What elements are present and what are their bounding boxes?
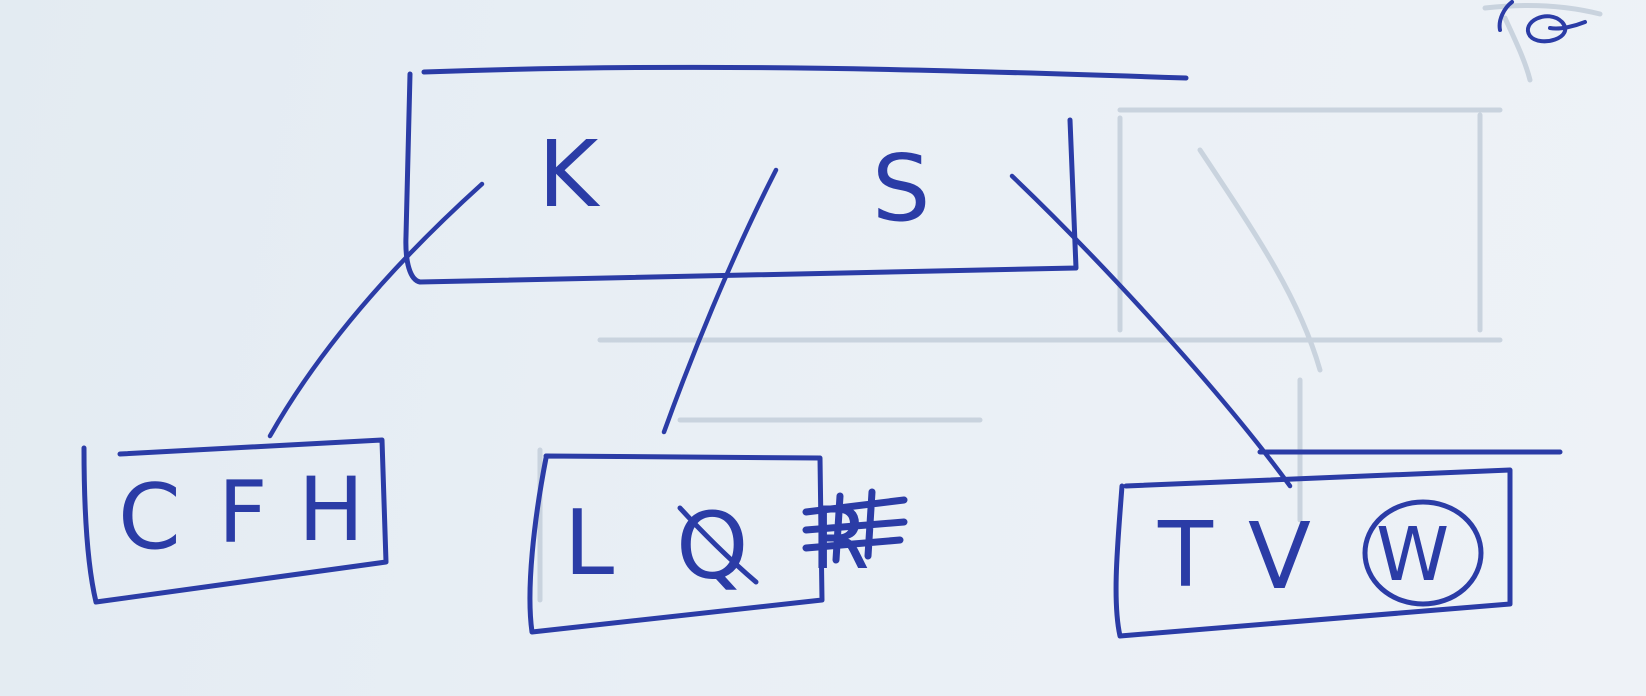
- child-left-key-2: F: [218, 463, 267, 563]
- edge-left: [267, 181, 485, 439]
- child-node-left-box: [81, 437, 389, 605]
- child-right-key-1: T: [1157, 503, 1214, 608]
- child-node-right-box: [1113, 449, 1563, 639]
- root-node-box: [403, 64, 1189, 285]
- child-node-middle-box: [527, 453, 825, 635]
- corner-scribble: [1497, 0, 1587, 44]
- child-node-middle: L Q R: [527, 453, 908, 635]
- root-key-1: K: [538, 121, 601, 228]
- root-key-2: S: [872, 135, 930, 242]
- scribble-mark-r: [802, 488, 908, 564]
- edge-middle: [661, 167, 779, 435]
- child-middle-key-1: L: [564, 491, 614, 596]
- root-node: K S: [403, 64, 1189, 285]
- child-middle-key-2: Q: [676, 493, 748, 600]
- edges: [267, 167, 1293, 489]
- circle-mark-w: [1362, 499, 1484, 607]
- child-node-right: T V W: [1113, 449, 1563, 639]
- child-left-key-1: C: [118, 465, 181, 570]
- edge-right: [1009, 173, 1293, 489]
- child-right-key-3: W: [1376, 512, 1449, 598]
- child-node-left: C F H: [81, 437, 389, 605]
- child-left-key-3: H: [298, 458, 364, 561]
- paper-show-through: [537, 3, 1603, 603]
- child-right-key-2: V: [1248, 503, 1311, 610]
- strike-mark-q: [677, 505, 759, 585]
